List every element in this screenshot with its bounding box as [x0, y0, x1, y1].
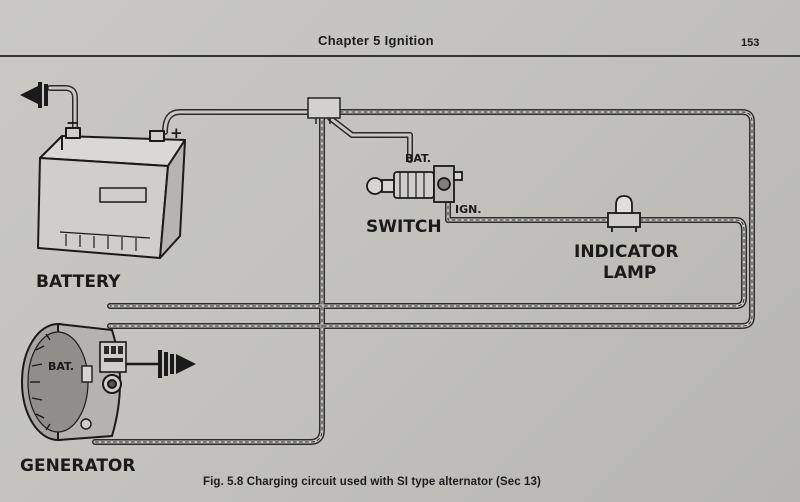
battery-plus-label: + — [170, 124, 183, 142]
wire-battery-positive — [162, 109, 318, 135]
switch-bat-terminal-label: BAT. — [405, 152, 431, 165]
battery-icon — [37, 127, 186, 259]
wire-junction-to-switch — [327, 115, 413, 163]
indicator-lamp-label-line2: LAMP — [603, 263, 656, 283]
switch-label: SWITCH — [366, 217, 442, 237]
generator-label: GENERATOR — [20, 456, 135, 476]
page-number: 153 — [741, 37, 760, 49]
indicator-lamp-label-line1: INDICATOR — [574, 242, 678, 262]
indicator-lamp-icon — [607, 195, 641, 232]
header-rule — [0, 55, 800, 57]
battery-label: BATTERY — [36, 272, 121, 292]
generator-ground-icon — [126, 350, 196, 378]
generator-icon — [21, 322, 127, 442]
generator-bat-terminal-label: BAT. — [48, 360, 74, 373]
chapter-title: Chapter 5 Ignition — [318, 33, 434, 48]
switch-ign-terminal-label: IGN. — [455, 203, 482, 216]
battery-minus-label: − — [66, 113, 79, 132]
ignition-switch-icon — [366, 165, 463, 203]
junction-block — [307, 97, 341, 124]
battery-ground-icon — [20, 82, 48, 108]
figure-caption: Fig. 5.8 Charging circuit used with SI t… — [203, 476, 541, 488]
wiring-harness — [47, 85, 755, 445]
